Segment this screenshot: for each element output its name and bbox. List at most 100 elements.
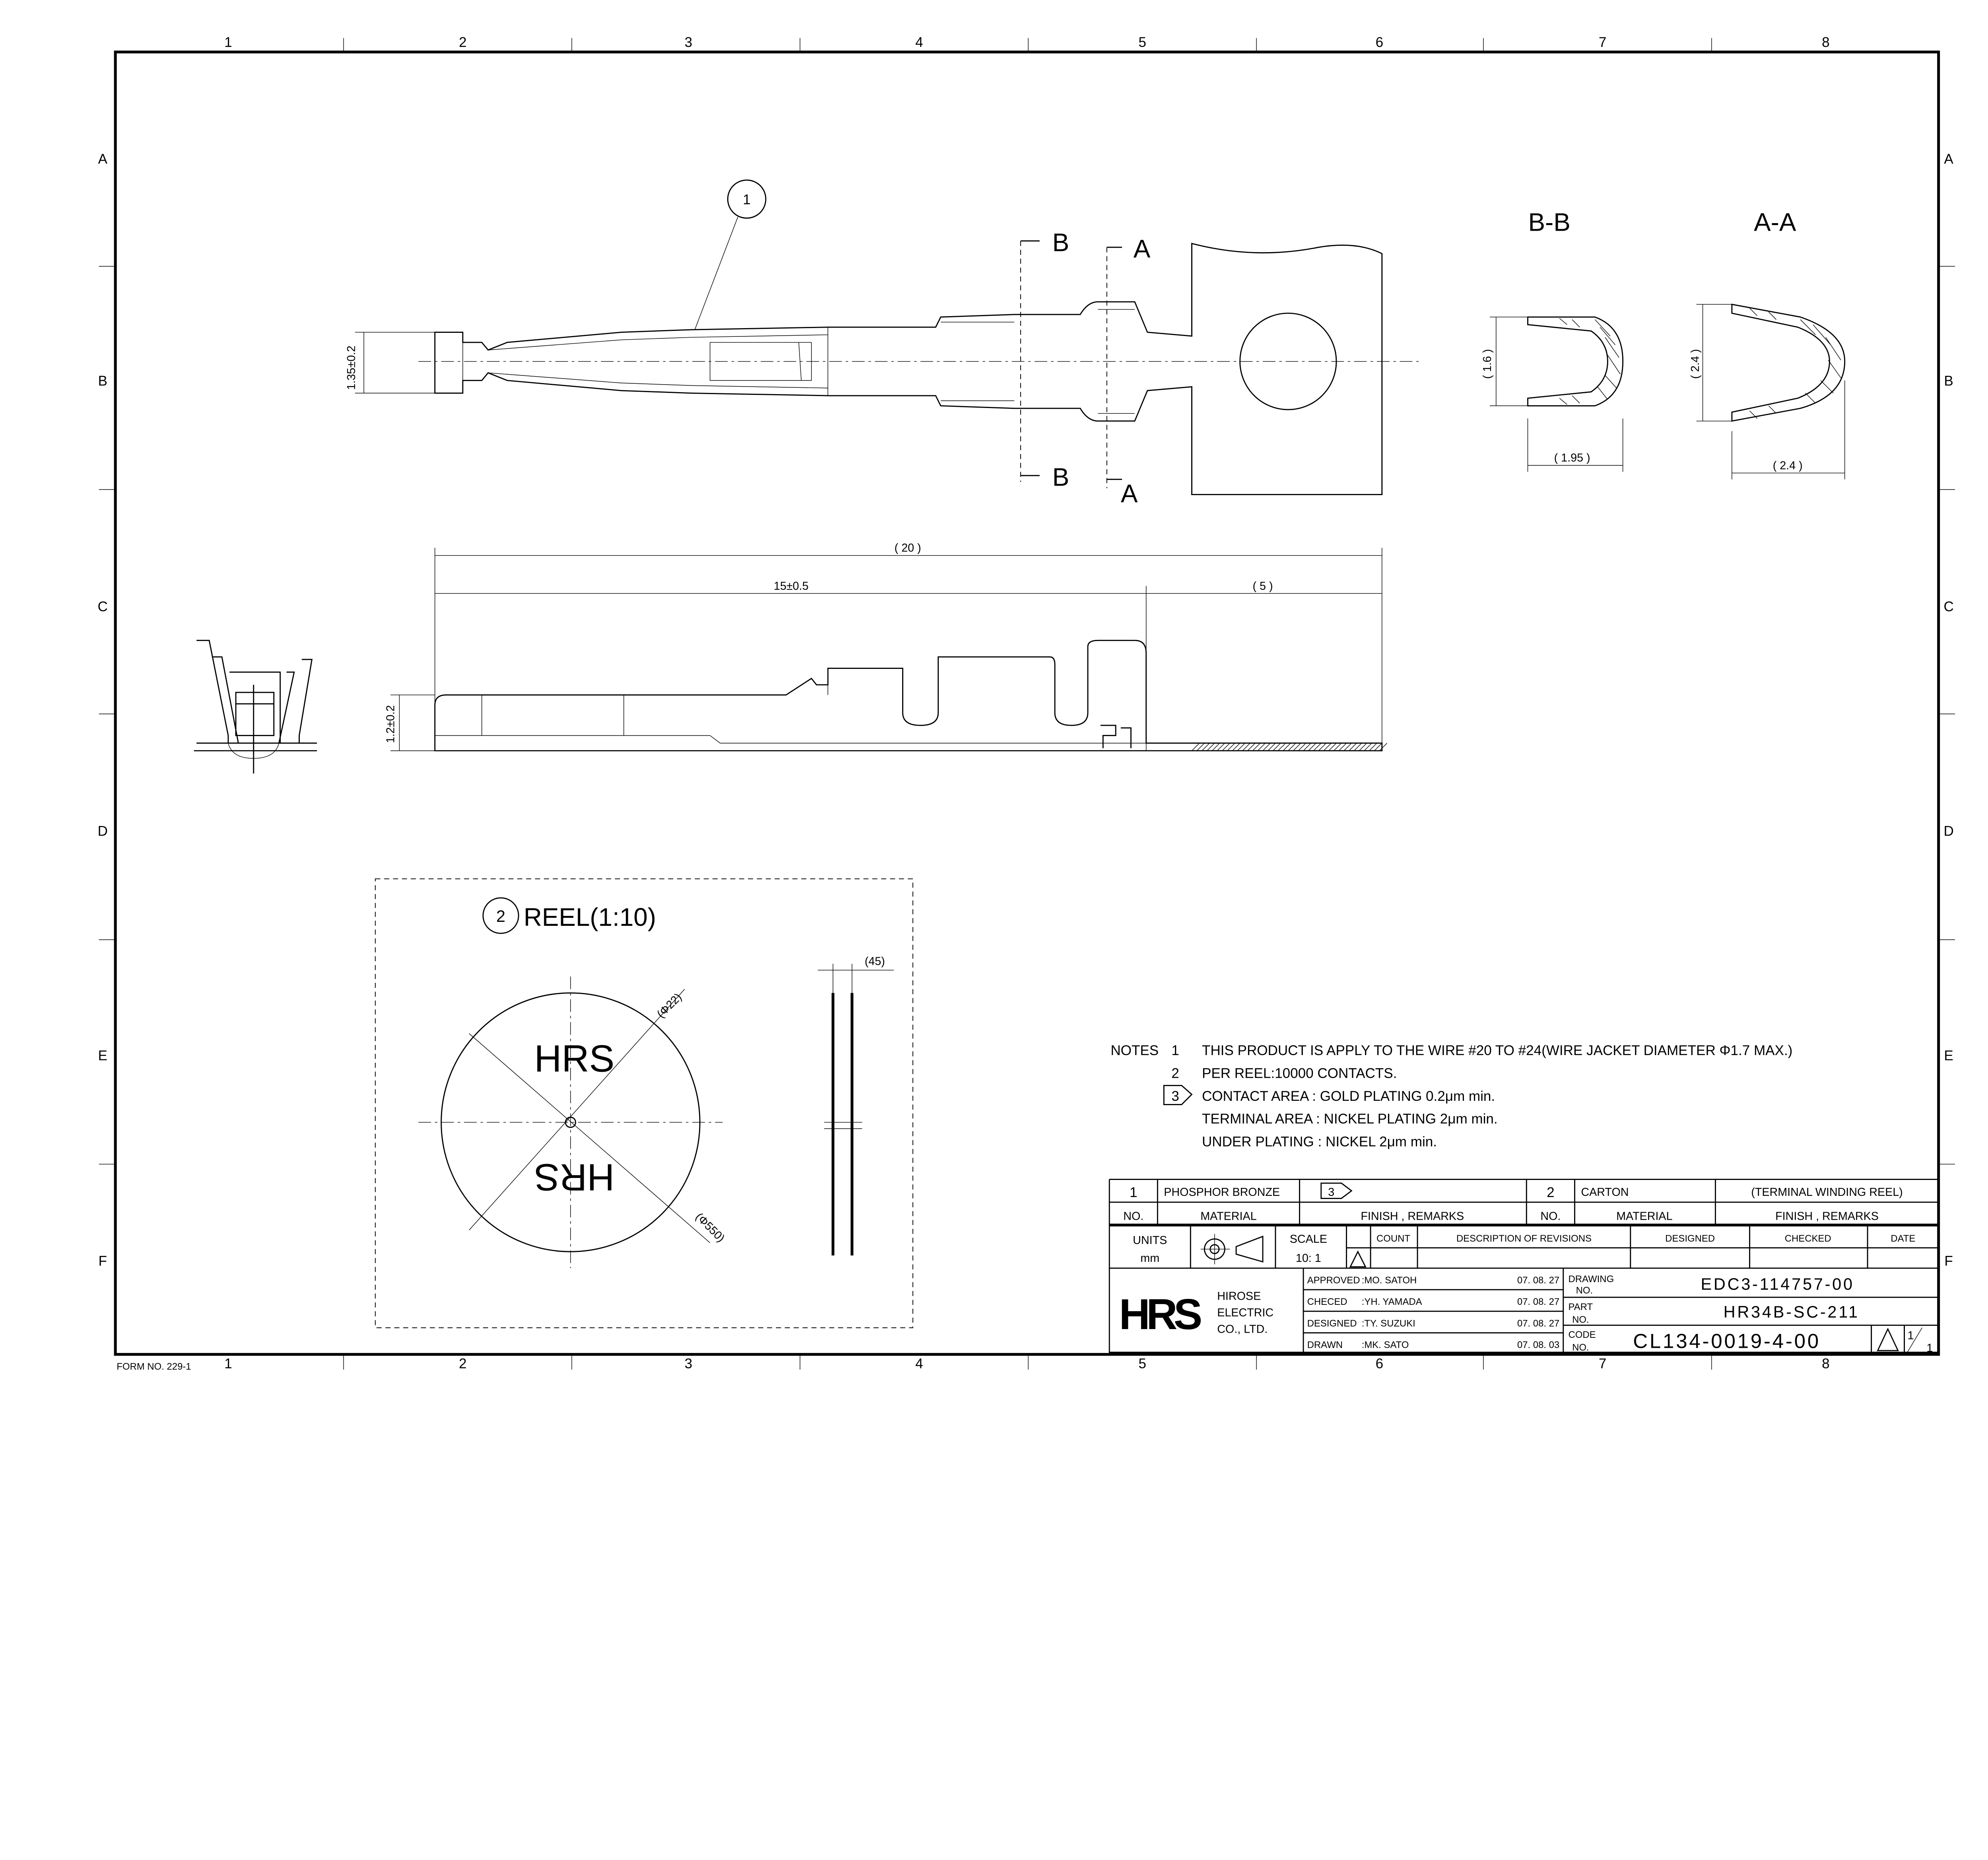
section-a-top: A	[1134, 234, 1151, 263]
reel-title: REEL(1:10)	[524, 903, 656, 931]
part-number: HR34B-SC-211	[1724, 1302, 1860, 1321]
hatch-line	[1359, 743, 1367, 751]
drawing-number: EDC3-114757-00	[1701, 1275, 1854, 1293]
column-label: 5	[1138, 1356, 1146, 1372]
hatch-line	[1369, 743, 1377, 751]
header-finish: FINISH , REMARKS	[1361, 1210, 1464, 1223]
hatch-line	[1252, 743, 1261, 751]
material-2-no: 2	[1547, 1185, 1555, 1200]
dim-carrier: ( 5 )	[1253, 580, 1273, 593]
material-1-name: PHOSPHOR BRONZE	[1164, 1186, 1280, 1199]
title-block-grid	[1109, 1179, 1939, 1353]
rev-date-header: DATE	[1891, 1233, 1915, 1244]
signoff-role: DESIGNED	[1307, 1318, 1357, 1329]
hatch-line	[1242, 743, 1250, 751]
signoff-role: APPROVED	[1307, 1275, 1360, 1286]
section-b-top: B	[1052, 228, 1070, 257]
third-angle-projection-icon	[1200, 1234, 1264, 1265]
hatch-line	[1247, 743, 1256, 751]
row-label: B	[1944, 373, 1953, 389]
hatching	[1559, 318, 1621, 405]
part-no-label-2: NO.	[1572, 1314, 1589, 1325]
hatch-line	[1313, 743, 1322, 751]
header-no: NO.	[1123, 1210, 1143, 1223]
hatch-line	[1273, 743, 1281, 751]
hatch-line	[1354, 743, 1362, 751]
note-text: THIS PRODUCT IS APPLY TO THE WIRE #20 TO…	[1202, 1043, 1792, 1058]
hatch-line	[1217, 743, 1225, 751]
column-label: 1	[224, 1356, 232, 1372]
dim-height-label: 1.2±0.2	[384, 705, 397, 743]
section-bb-title: B-B	[1528, 208, 1571, 236]
hatch-line	[1277, 743, 1286, 751]
signoff-name: :YH. YAMADA	[1362, 1296, 1422, 1307]
side-inner-lines	[435, 684, 1146, 744]
signoff-name: :MO. SATOH	[1362, 1275, 1417, 1286]
hatch-line	[1262, 743, 1271, 751]
material-2-name: CARTON	[1581, 1186, 1629, 1199]
company-name-2: ELECTRIC	[1217, 1306, 1274, 1319]
reel-width-dim	[817, 964, 894, 1129]
dim-width-label: 1.35±0.2	[345, 346, 358, 390]
column-label: 2	[459, 35, 467, 50]
finish-mark-box	[1163, 1085, 1193, 1105]
hatch-line	[1328, 743, 1337, 751]
column-label: 4	[915, 35, 923, 50]
hatch-line	[1303, 743, 1311, 751]
signoff-date: 07. 08. 27	[1517, 1275, 1559, 1286]
bb-height-dim: ( 1.6 )	[1481, 349, 1494, 379]
hatch-line	[1338, 743, 1347, 751]
column-label: 6	[1376, 35, 1384, 50]
material-2-finish: (TERMINAL WINDING REEL)	[1751, 1186, 1903, 1199]
rev-designed-header: DESIGNED	[1665, 1233, 1715, 1244]
zone-ticks	[99, 38, 1955, 1370]
hatch-line	[1334, 743, 1342, 751]
column-label: 3	[685, 35, 693, 50]
revision-level-triangle-icon	[1877, 1327, 1899, 1351]
dimension-lines	[1489, 317, 1623, 472]
hatch-line	[1379, 743, 1388, 751]
contact-side-view: ( 20 ) 15±0.5 ( 5 ) 1.2±0.2	[384, 542, 1388, 752]
column-label: 5	[1138, 35, 1146, 50]
notes-label: NOTES	[1110, 1043, 1159, 1058]
hatch-line	[1196, 743, 1205, 751]
units-label: UNITS	[1133, 1234, 1167, 1247]
company-name-3: CO., LTD.	[1217, 1323, 1268, 1335]
company-logo: HRS	[1119, 1290, 1201, 1338]
section-bb: B-B ( 1.6 ) ( 1.95 )	[1481, 208, 1624, 472]
part-no-label-1: PART	[1569, 1302, 1593, 1312]
row-label: F	[99, 1253, 107, 1269]
dimension-lines	[1696, 304, 1845, 480]
sheet-number: 1	[1907, 1329, 1914, 1342]
row-label: D	[1943, 823, 1953, 839]
column-label: 8	[1822, 35, 1830, 50]
note-number: 3	[1171, 1088, 1179, 1104]
signoff-role: DRAWN	[1307, 1340, 1343, 1351]
section-cut-lines	[1020, 241, 1107, 488]
reel-hub-dia: (Φ22)	[654, 991, 684, 1020]
drawing-no-label-2: NO.	[1576, 1285, 1593, 1296]
finish-mark-box	[1320, 1182, 1353, 1199]
section-a-bottom: A	[1121, 479, 1138, 508]
row-label: B	[98, 373, 107, 389]
dimension-line	[390, 694, 435, 751]
row-label: C	[98, 599, 108, 614]
hatch-line	[1202, 743, 1210, 751]
code-no-label-1: CODE	[1569, 1329, 1596, 1340]
header-material: MATERIAL	[1200, 1210, 1256, 1223]
end-view-curl	[228, 743, 280, 759]
leader-line	[694, 217, 738, 330]
column-label: 1	[224, 35, 232, 50]
hatch-line	[1308, 743, 1316, 751]
row-label: A	[1944, 151, 1953, 167]
material-1-finish: 3	[1328, 1186, 1334, 1199]
dim-total-length: ( 20 )	[895, 542, 921, 554]
hatch-line	[1293, 743, 1301, 751]
rev-description-header: DESCRIPTION OF REVISIONS	[1456, 1233, 1592, 1244]
hatch-line	[1268, 743, 1276, 751]
aa-height-dim: ( 2.4 )	[1689, 349, 1702, 379]
header-finish-2: FINISH , REMARKS	[1775, 1210, 1879, 1223]
